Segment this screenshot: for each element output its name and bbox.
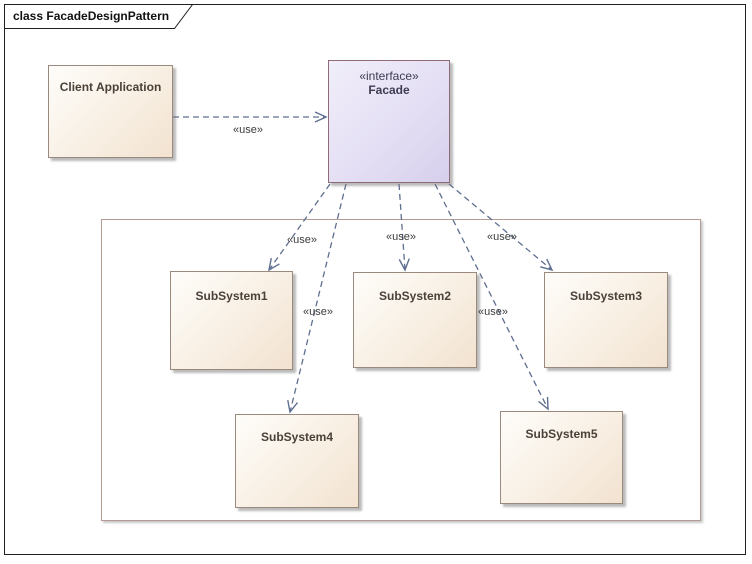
node-subsystem4[interactable]: SubSystem4 xyxy=(235,414,359,508)
title-tab-shape xyxy=(4,4,194,29)
node-subsystem5[interactable]: SubSystem5 xyxy=(500,411,623,504)
node-label: Facade xyxy=(368,83,410,97)
diagram-title-tab xyxy=(4,4,194,29)
node-client-application[interactable]: Client Application xyxy=(48,65,173,158)
edge-label-client-facade: «use» xyxy=(233,124,263,136)
node-label: SubSystem2 xyxy=(378,289,452,303)
diagram-title: class FacadeDesignPattern xyxy=(13,9,170,23)
edge-label-facade-subsystem3: «use» xyxy=(487,231,517,243)
node-label: SubSystem3 xyxy=(569,289,643,303)
edge-label-facade-subsystem1: «use» xyxy=(287,234,317,246)
node-subsystem3[interactable]: SubSystem3 xyxy=(544,272,668,368)
edge-label-facade-subsystem4: «use» xyxy=(303,306,333,318)
edge-label-facade-subsystem2: «use» xyxy=(386,231,416,243)
node-label: SubSystem1 xyxy=(195,289,268,303)
node-facade-interface[interactable]: «interface» Facade xyxy=(328,60,450,183)
node-subsystem2[interactable]: SubSystem2 xyxy=(353,272,477,368)
node-label: Client Application xyxy=(59,80,162,94)
node-label: SubSystem4 xyxy=(260,430,334,444)
node-label: SubSystem5 xyxy=(525,427,598,441)
edge-label-facade-subsystem5: «use» xyxy=(478,306,508,318)
node-subsystem1[interactable]: SubSystem1 xyxy=(170,271,293,370)
stereotype-label: «interface» xyxy=(359,69,419,83)
